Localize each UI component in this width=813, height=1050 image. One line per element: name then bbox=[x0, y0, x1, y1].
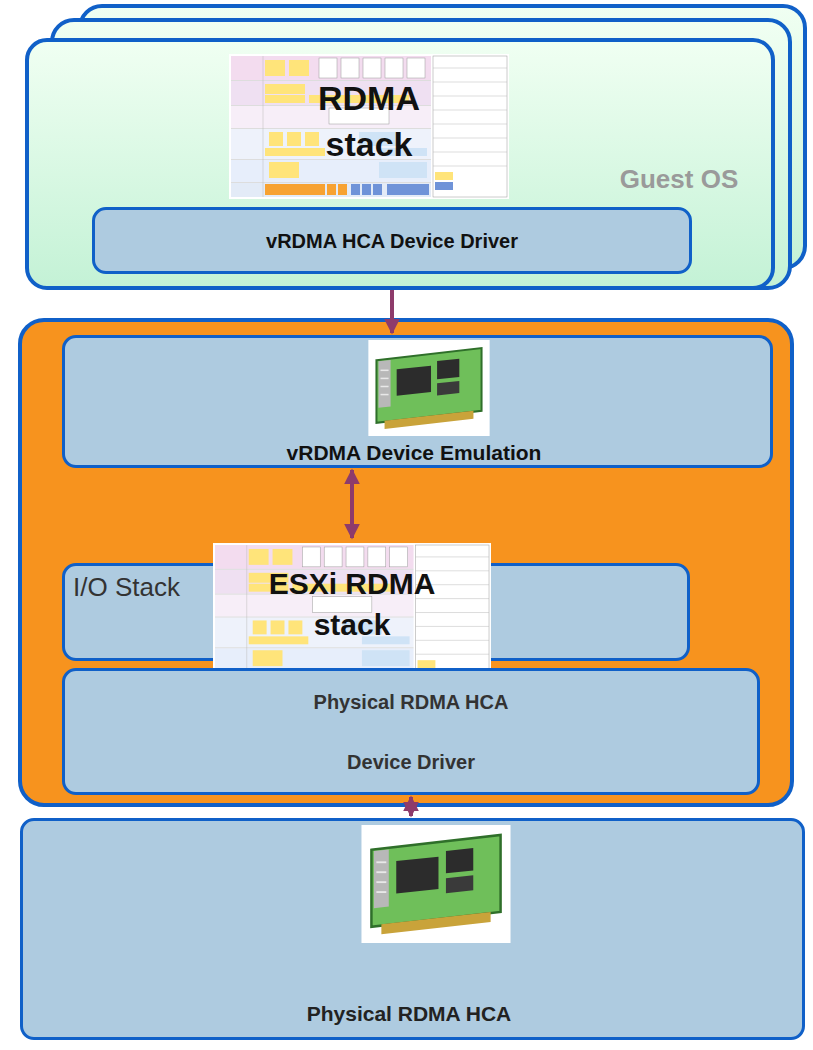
physical-hca-box: Physical RDMA HCA bbox=[20, 818, 805, 1040]
node-label: RDMA stack bbox=[289, 76, 449, 168]
driver-box: vRDMA HCA Device Driver bbox=[92, 207, 692, 274]
node-label: vRDMA HCA Device Driver bbox=[266, 229, 518, 253]
double-arrow bbox=[409, 797, 413, 816]
double-arrow bbox=[350, 470, 354, 538]
node-label: Physical RDMA HCA bbox=[23, 1001, 795, 1026]
node-label: vRDMA Device Emulation bbox=[65, 440, 763, 465]
node-label: I/O Stack bbox=[73, 572, 193, 603]
guest-os-panel: Guest OS RDMA stack vRDMA HCA Device Drive… bbox=[25, 38, 775, 290]
device-emulation-box: vRDMA Device Emulation bbox=[62, 335, 773, 468]
network-card-icon bbox=[367, 340, 491, 436]
hypervisor-panel bbox=[20, 320, 792, 805]
physical-driver-box: Physical RDMA HCA Device Driver bbox=[62, 668, 760, 795]
rdma-stack-image: RDMA stack bbox=[229, 54, 509, 199]
node-label: ESXi RDMA stack bbox=[243, 564, 461, 645]
node-label: Physical RDMA HCA Device Driver bbox=[286, 672, 536, 792]
network-card-icon bbox=[361, 825, 511, 943]
node-label: Guest OS bbox=[589, 164, 769, 195]
